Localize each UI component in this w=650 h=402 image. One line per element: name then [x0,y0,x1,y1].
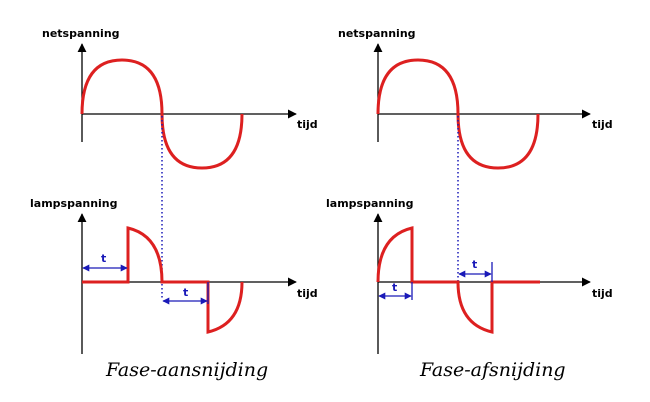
right-mains-sine-wave [376,58,540,170]
left-time-marker-1-label: t [101,252,106,265]
right-lamp-voltage-waveform [376,226,540,334]
right-diagram: netspanning tijd lampspanning tijd t t F… [326,27,613,381]
right-bottom-graph: lampspanning tijd t t [326,197,613,354]
left-bottom-y-label: lampspanning [30,197,118,210]
left-lamp-voltage-waveform [82,226,244,334]
left-caption: Fase-aansnijding [105,359,268,381]
right-bottom-x-label: tijd [592,287,613,300]
right-top-x-label: tijd [592,118,613,131]
left-top-x-label: tijd [297,118,318,131]
right-top-y-label: netspanning [338,27,416,40]
right-caption: Fase-afsnijding [419,359,566,381]
left-bottom-graph: lampspanning tijd t t [30,197,318,354]
left-bottom-x-label: tijd [297,287,318,300]
left-top-graph: netspanning tijd [42,27,318,170]
left-diagram: netspanning tijd lampspanning tijd t t F… [30,27,318,381]
right-time-marker-2-label: t [472,258,477,271]
right-time-marker-1-label: t [392,281,397,294]
left-mains-sine-wave [80,58,244,170]
right-bottom-y-label: lampspanning [326,197,414,210]
right-top-graph: netspanning tijd [338,27,613,170]
left-top-y-label: netspanning [42,27,120,40]
left-time-marker-2-label: t [183,286,188,299]
